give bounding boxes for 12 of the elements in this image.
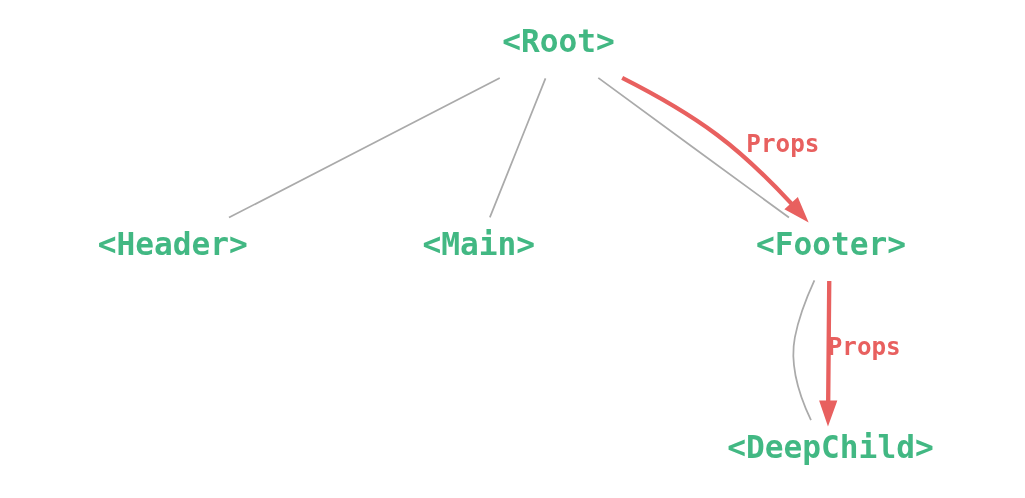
node-text: <Root> — [501, 23, 615, 60]
node-text: <Header> — [97, 225, 248, 262]
arrow — [620, 75, 809, 223]
connector — [792, 279, 815, 422]
connector — [227, 77, 501, 219]
connector — [488, 77, 546, 219]
node-text: <DeepChild> — [726, 428, 934, 465]
arrow — [818, 280, 837, 427]
connector — [596, 77, 790, 219]
node-text: <Footer> — [755, 225, 906, 262]
edge-label: Props — [745, 129, 819, 159]
node-text: <Main> — [422, 225, 535, 262]
